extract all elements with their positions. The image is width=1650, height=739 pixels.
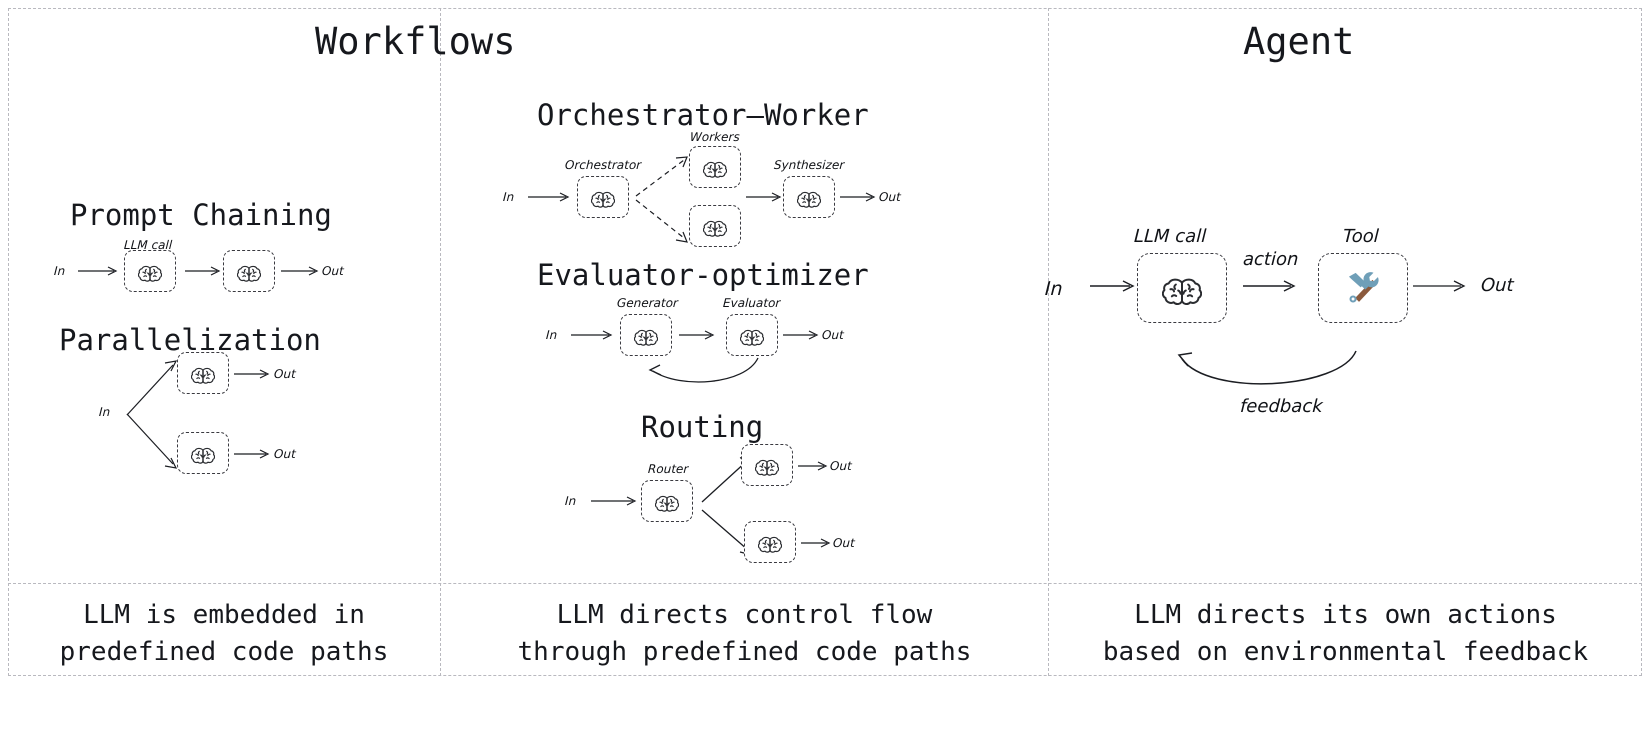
arrow-llm2-to-out: [281, 266, 319, 276]
node-agent-llm-call[interactable]: [1137, 253, 1227, 323]
arrow-in-to-generator: [571, 330, 613, 340]
generator-label: Generator: [616, 296, 679, 310]
arrow-route2-to-out: [801, 538, 831, 548]
orchestrator-in-label: In: [502, 190, 515, 204]
brain-icon: [591, 191, 615, 208]
evaluator-in-label: In: [545, 328, 558, 342]
node-route-1[interactable]: [741, 444, 793, 486]
section-title-parallelization: Parallelization: [59, 323, 321, 357]
node-worker-2[interactable]: [689, 205, 741, 247]
arrow-branch2-to-out: [234, 449, 270, 459]
arrow-in-to-orchestrator: [528, 192, 570, 202]
divider-captions: [8, 583, 1642, 584]
arrow-in-to-router: [591, 496, 637, 506]
routing-out-bottom-label: Out: [832, 536, 856, 550]
prompt-chaining-in-label: In: [53, 264, 66, 278]
brain-icon: [740, 329, 764, 346]
hammer-and-wrench-icon: [1348, 272, 1379, 303]
routing-in-label: In: [564, 494, 577, 508]
node-orchestrator[interactable]: [577, 176, 629, 218]
arrow-generator-to-evaluator: [679, 330, 715, 340]
parallelization-out-bottom-label: Out: [273, 447, 297, 461]
section-title-evaluator-optimizer: Evaluator-optimizer: [537, 258, 869, 292]
caption-workflows-left: LLM is embedded in predefined code paths: [59, 600, 389, 667]
arrow-in-to-llm1: [78, 266, 118, 276]
divider-middle-right: [1048, 8, 1049, 676]
agent-tool-label: Tool: [1342, 226, 1380, 247]
evaluator-out-label: Out: [821, 328, 845, 342]
brain-icon: [1162, 278, 1202, 306]
node-route-2[interactable]: [744, 521, 796, 563]
divider-left-middle: [440, 8, 441, 676]
node-synthesizer[interactable]: [783, 176, 835, 218]
node-parallel-branch-1[interactable]: [177, 352, 229, 394]
node-generator[interactable]: [620, 314, 672, 356]
section-title-routing: Routing: [641, 410, 764, 444]
arrow-orchestrator-to-worker1: [635, 156, 688, 197]
node-parallel-branch-2[interactable]: [177, 432, 229, 474]
workers-label: Workers: [689, 130, 741, 144]
evaluator-label: Evaluator: [722, 296, 781, 310]
outer-frame: [8, 8, 1642, 676]
arrow-evaluator-feedback-loop: [648, 357, 759, 383]
brain-icon: [138, 265, 162, 282]
arrow-in-to-llm-call: [1090, 280, 1135, 292]
orchestrator-out-label: Out: [878, 190, 902, 204]
parallelization-out-top-label: Out: [273, 367, 297, 381]
arrow-in-to-branch-bottom: [126, 413, 178, 469]
arrow-agent-feedback-loop: [1177, 350, 1357, 385]
brain-icon: [703, 161, 727, 178]
arrow-route1-to-out: [798, 461, 828, 471]
brain-icon: [755, 459, 779, 476]
arrow-in-to-branch-top: [126, 360, 178, 416]
router-label: Router: [647, 462, 689, 476]
arrow-workers-to-synthesizer: [746, 192, 782, 202]
arrow-llm-to-tool: [1243, 280, 1296, 292]
column-title-workflows: Workflows: [315, 20, 516, 63]
brain-icon: [634, 329, 658, 346]
caption-workflows-middle: LLM directs control flow through predefi…: [517, 600, 972, 667]
arrow-orchestrator-to-worker2: [635, 199, 688, 243]
brain-icon: [703, 220, 727, 237]
node-evaluator[interactable]: [726, 314, 778, 356]
brain-icon: [237, 265, 261, 282]
brain-icon: [797, 191, 821, 208]
arrow-tool-to-out: [1413, 280, 1466, 292]
arrow-evaluator-to-out: [783, 330, 819, 340]
synthesizer-label: Synthesizer: [773, 158, 845, 172]
brain-icon: [191, 367, 215, 384]
node-router[interactable]: [641, 480, 693, 522]
column-title-agent: Agent: [1243, 20, 1355, 63]
node-agent-tool[interactable]: [1318, 253, 1408, 323]
agent-action-label: action: [1242, 249, 1299, 270]
agent-feedback-label: feedback: [1239, 396, 1324, 417]
node-worker-1[interactable]: [689, 146, 741, 188]
node-llm-call-2[interactable]: [223, 250, 275, 292]
agent-in-label: In: [1044, 278, 1064, 300]
prompt-chaining-out-label: Out: [321, 264, 345, 278]
agent-llm-call-label: LLM call: [1133, 226, 1207, 247]
parallelization-in-label: In: [98, 405, 111, 419]
agent-out-label: Out: [1480, 275, 1515, 296]
caption-agent: LLM directs its own actions based on env…: [1102, 600, 1589, 667]
routing-out-top-label: Out: [829, 459, 853, 473]
arrow-branch1-to-out: [234, 369, 270, 379]
arrow-synthesizer-to-out: [840, 192, 876, 202]
node-llm-call-1[interactable]: [124, 250, 176, 292]
section-title-prompt-chaining: Prompt Chaining: [70, 198, 332, 232]
orchestrator-label: Orchestrator: [564, 158, 642, 172]
brain-icon: [191, 447, 215, 464]
brain-icon: [758, 536, 782, 553]
arrow-llm1-to-llm2: [185, 266, 221, 276]
brain-icon: [655, 495, 679, 512]
section-title-orchestrator-worker: Orchestrator–Worker: [537, 98, 869, 132]
